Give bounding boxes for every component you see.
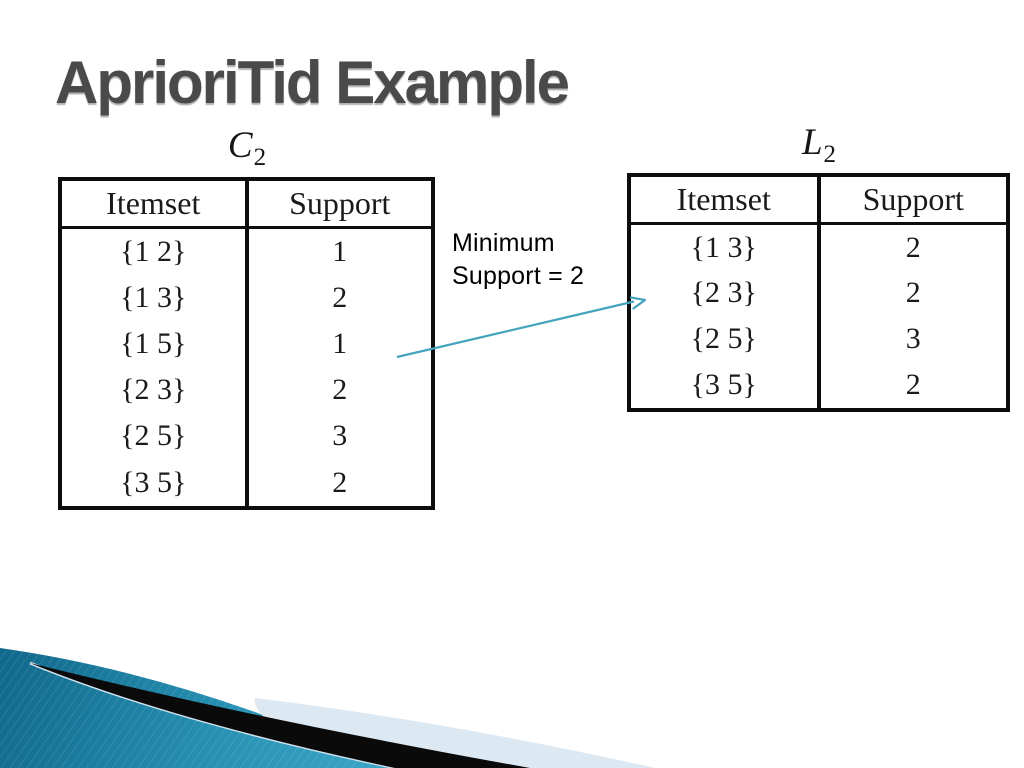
table-row: {1 3} 2 xyxy=(629,223,1008,271)
table-cell: 3 xyxy=(905,321,921,355)
min-support-line2: Support = 2 xyxy=(452,262,585,290)
table-header-cell: Support xyxy=(818,175,1008,225)
table-header-cell: Support xyxy=(246,179,433,229)
table-row: {1 2} 1 xyxy=(60,227,433,276)
table-cell: 2 xyxy=(905,367,921,401)
table-row: {2 3} 2 xyxy=(629,270,1008,317)
table-cell: 3 xyxy=(332,419,348,453)
c2-label-letter: C xyxy=(227,125,253,166)
table-cell: {1 3} xyxy=(60,275,249,322)
table-cell: 1 xyxy=(332,327,348,361)
c2-label-subscript: 2 xyxy=(253,144,267,171)
table-cell: 2 xyxy=(332,373,348,407)
table-cell: 2 xyxy=(905,230,921,264)
table-row: {3 5} 2 xyxy=(629,361,1008,410)
swoosh-teal-texture xyxy=(0,648,392,768)
table-cell: {2 5} xyxy=(60,413,249,460)
table-cell: {1 3} xyxy=(629,223,821,271)
swoosh-highlight-line xyxy=(29,661,397,768)
swoosh-teal-shape xyxy=(0,648,392,768)
swoosh-black-stripe xyxy=(30,663,530,768)
table-cell: 1 xyxy=(332,234,348,268)
table-row: {2 5} 3 xyxy=(60,413,433,460)
table-row: {2 5} 3 xyxy=(629,316,1008,362)
min-support-annotation: Minimum Support = 2 xyxy=(452,227,584,293)
l2-table-label: L2 xyxy=(627,122,1010,167)
table-header-cell: Itemset xyxy=(629,175,821,225)
table-cell: {1 5} xyxy=(60,321,249,368)
table-row: {3 5} 2 xyxy=(60,459,433,508)
table-cell: 2 xyxy=(332,465,348,499)
table-cell: {2 5} xyxy=(629,316,821,362)
l2-label-subscript: 2 xyxy=(823,141,837,168)
table-cell: {2 3} xyxy=(60,367,249,414)
c2-table-label: C2 xyxy=(58,125,435,170)
table-cell: {3 5} xyxy=(629,361,821,410)
table-cell: {3 5} xyxy=(60,459,249,508)
table-row: {2 3} 2 xyxy=(60,367,433,414)
table-cell: 2 xyxy=(905,276,921,310)
table-row: {1 5} 1 xyxy=(60,321,433,368)
table-row: {1 3} 2 xyxy=(60,275,433,322)
table-cell: 2 xyxy=(332,281,348,315)
swoosh-pale-shape xyxy=(254,698,655,768)
slide-title: AprioriTid Example xyxy=(55,49,570,116)
l2-label-letter: L xyxy=(801,122,823,163)
table-cell: {1 2} xyxy=(60,227,249,276)
table-cell: {2 3} xyxy=(629,270,821,317)
min-support-line1: Minimum xyxy=(452,229,555,257)
table-header-cell: Itemset xyxy=(60,179,249,229)
